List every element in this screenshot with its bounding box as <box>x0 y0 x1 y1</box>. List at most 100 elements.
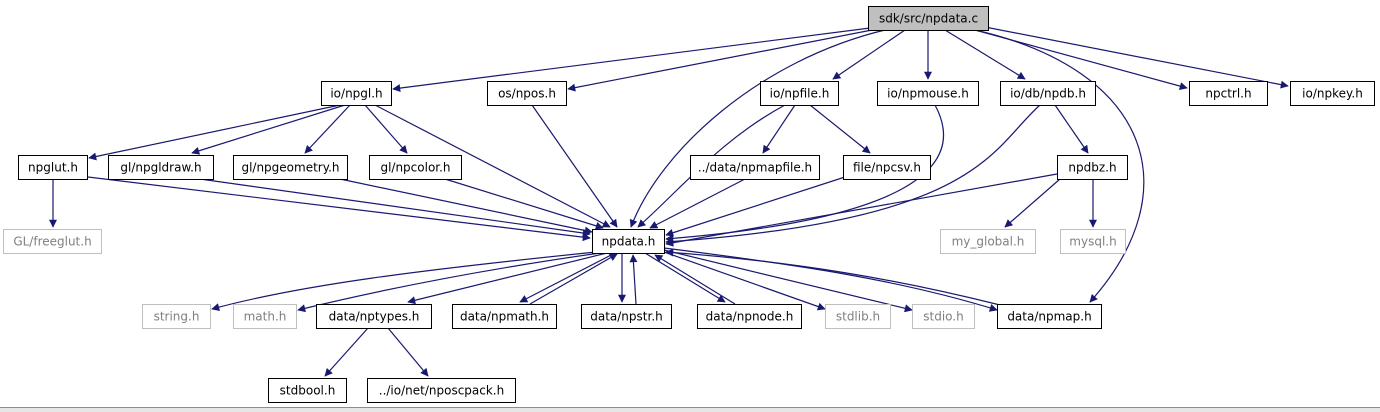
node-box <box>108 155 214 180</box>
edge-npdata-to-stdio <box>663 249 913 313</box>
edge-npdata-to-nptypes <box>407 252 608 305</box>
edge-npdbz-to-my_global <box>1004 178 1061 228</box>
edge-npcolor-to-npdata <box>444 178 604 230</box>
node-label: io/npkey.h <box>1302 87 1363 101</box>
node-box <box>825 304 891 329</box>
node-label: data/npmap.h <box>1007 310 1091 324</box>
node-label: npdbz.h <box>1068 161 1116 175</box>
node-label: io/npfile.h <box>770 87 830 101</box>
node-label: io/db/npdb.h <box>1010 87 1086 101</box>
node-npfile[interactable]: io/npfile.h <box>760 81 839 106</box>
edge-root-to-npos <box>567 29 873 92</box>
node-label: gl/npgeometry.h <box>241 161 339 175</box>
node-label: ../data/npmapfile.h <box>698 161 812 175</box>
node-label: mysql.h <box>1069 235 1116 249</box>
node-label: gl/npcolor.h <box>380 161 450 175</box>
edge-npdata-to-npnode <box>644 252 726 303</box>
node-label: io/npmouse.h <box>887 87 969 101</box>
edge-npstr-to-npdata <box>629 254 638 305</box>
node-npos[interactable]: os/npos.h <box>487 81 567 106</box>
edge-npdata-to-npmath <box>519 252 616 303</box>
edge-root-to-npdb <box>944 29 1026 80</box>
node-math: math.h <box>233 304 297 329</box>
node-box <box>142 304 211 329</box>
node-label: my_global.h <box>952 235 1025 249</box>
node-npctrl[interactable]: npctrl.h <box>1189 81 1268 106</box>
node-npgldraw[interactable]: gl/npgldraw.h <box>108 155 214 180</box>
node-box <box>369 155 462 180</box>
edge-npgl-to-npglut <box>88 104 341 161</box>
node-label: ../io/net/nposcpack.h <box>379 384 504 398</box>
node-label: stdlib.h <box>836 310 880 324</box>
node-box <box>1057 155 1128 180</box>
edge-npnode-to-npdata <box>654 254 736 305</box>
edge-npglut-to-npdata <box>87 176 591 242</box>
node-npmapfile[interactable]: ../data/npmapfile.h <box>690 155 820 180</box>
edge-npgl-to-npgeometry <box>304 104 351 154</box>
node-box <box>843 155 931 180</box>
node-freeglut: GL/freeglut.h <box>3 229 102 254</box>
node-npgeometry[interactable]: gl/npgeometry.h <box>233 155 348 180</box>
node-label: gl/npgldraw.h <box>120 161 201 175</box>
node-box <box>367 378 516 403</box>
node-box <box>233 155 348 180</box>
edge-root-to-npgl <box>392 27 871 93</box>
node-box <box>3 229 102 254</box>
node-label: file/npcsv.h <box>853 161 921 175</box>
edge-npdata-to-string <box>211 251 597 311</box>
node-root[interactable]: sdk/src/npdata.c <box>868 6 989 31</box>
edge-npmouse-to-npdata <box>665 104 945 243</box>
node-box <box>452 304 557 329</box>
node-box <box>1290 81 1375 106</box>
node-my_global: my_global.h <box>940 229 1036 254</box>
edge-root-to-npkey <box>984 26 1289 89</box>
node-box <box>760 81 839 106</box>
node-npkey[interactable]: io/npkey.h <box>1290 81 1375 106</box>
node-label: data/nptypes.h <box>329 310 420 324</box>
node-nptypes[interactable]: data/nptypes.h <box>316 304 432 329</box>
node-box <box>18 155 88 180</box>
node-stdbool[interactable]: stdbool.h <box>268 378 347 403</box>
node-label: data/npmath.h <box>460 310 549 324</box>
node-npmap[interactable]: data/npmap.h <box>997 304 1102 329</box>
edge-npfile-to-npcsv <box>809 104 871 154</box>
node-npmath[interactable]: data/npmath.h <box>452 304 557 329</box>
node-box <box>1000 81 1096 106</box>
node-box <box>697 304 802 329</box>
node-box <box>1189 81 1268 106</box>
node-label: math.h <box>244 310 287 324</box>
node-npnode[interactable]: data/npnode.h <box>697 304 802 329</box>
node-npmouse[interactable]: io/npmouse.h <box>877 81 979 106</box>
node-npglut[interactable]: npglut.h <box>18 155 88 180</box>
node-stdio: stdio.h <box>912 304 975 329</box>
node-npcolor[interactable]: gl/npcolor.h <box>369 155 462 180</box>
node-box <box>581 304 672 329</box>
node-box <box>268 378 347 403</box>
node-label: npdata.h <box>602 235 656 249</box>
node-stdlib: stdlib.h <box>825 304 891 329</box>
node-label: GL/freeglut.h <box>13 235 91 249</box>
node-nposcpack[interactable]: ../io/net/nposcpack.h <box>367 378 516 403</box>
node-npstr[interactable]: data/npstr.h <box>581 304 672 329</box>
node-box <box>877 81 979 106</box>
edge-npgldraw-to-npdata <box>199 178 591 237</box>
node-box <box>1060 229 1126 254</box>
edge-npgeometry-to-npdata <box>339 178 593 235</box>
node-npcsv[interactable]: file/npcsv.h <box>843 155 931 180</box>
node-box <box>868 6 989 31</box>
node-npdb[interactable]: io/db/npdb.h <box>1000 81 1096 106</box>
edge-npmapfile-to-npdata <box>649 178 746 229</box>
node-npdata[interactable]: npdata.h <box>592 229 665 254</box>
node-npdbz[interactable]: npdbz.h <box>1057 155 1128 180</box>
edge-npmath-to-npdata <box>529 253 618 305</box>
node-label: stdbool.h <box>280 384 336 398</box>
node-label: sdk/src/npdata.c <box>879 12 978 26</box>
node-label: npctrl.h <box>1205 87 1251 101</box>
edge-root-to-npdata <box>629 29 886 228</box>
node-npgl[interactable]: io/npgl.h <box>321 81 392 106</box>
node-label: string.h <box>154 310 200 324</box>
node-box <box>233 304 297 329</box>
edge-nptypes-to-nposcpack <box>387 327 429 377</box>
node-box <box>912 304 975 329</box>
